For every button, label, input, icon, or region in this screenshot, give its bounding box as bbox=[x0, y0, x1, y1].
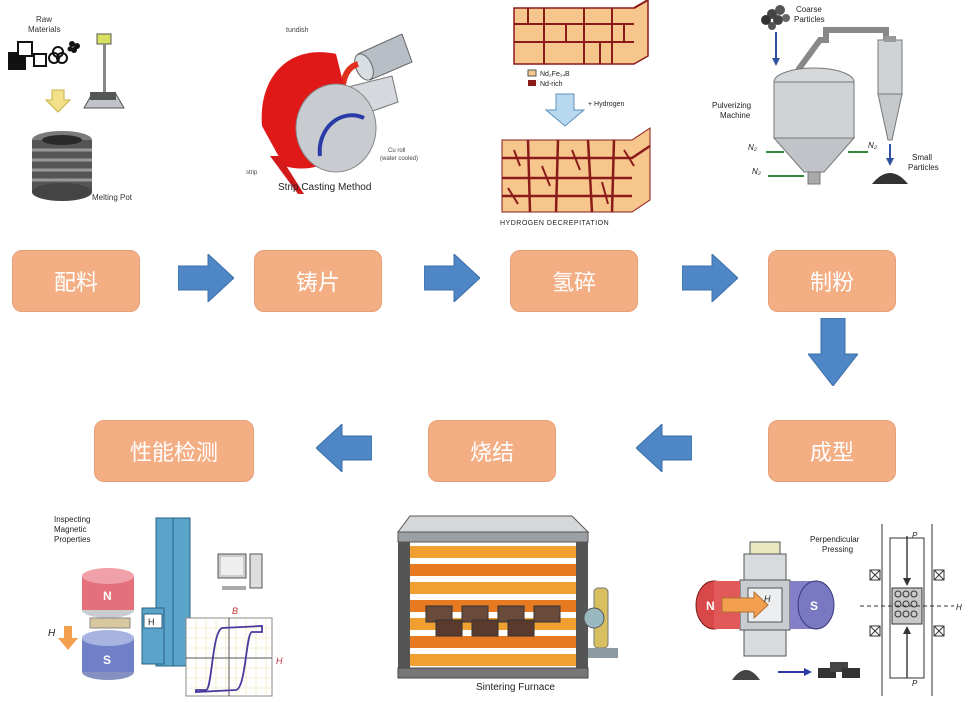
svg-text:N: N bbox=[103, 589, 112, 603]
small-particles-icon bbox=[872, 173, 908, 184]
raw-label-2: Materials bbox=[28, 25, 60, 34]
sample-icon bbox=[89, 617, 131, 629]
grain-block-bottom bbox=[501, 127, 651, 213]
green-compacts-icon bbox=[818, 662, 860, 678]
strip-casting-caption: Strip Casting Method bbox=[278, 182, 371, 193]
small-label-2: Particles bbox=[908, 163, 939, 172]
die-cross-section bbox=[860, 524, 954, 696]
box-h-label: H bbox=[148, 617, 155, 627]
strip-casting-image: tundish Cu roll (water cooled) strip Str… bbox=[240, 6, 438, 206]
small-label-1: Small bbox=[912, 153, 932, 162]
perp-label-2: Pressing bbox=[822, 545, 853, 554]
hysteresis-plot bbox=[185, 617, 273, 697]
furnace-icon bbox=[397, 515, 590, 679]
hydrogen-decrepitation-image: Nd₂Fe₁₄B Nd-rich + Hydrogen HYDROGEN DEC… bbox=[484, 0, 660, 232]
pulverizing-machine-image: Coarse Particles Pulverizing Machine N₂ … bbox=[708, 0, 970, 200]
raw-label-1: Raw bbox=[36, 15, 52, 24]
powder-pile-icon bbox=[732, 670, 760, 680]
n2-label-a: N₂ bbox=[748, 143, 757, 152]
field-h-label: H bbox=[764, 594, 771, 604]
strip-label: strip bbox=[246, 170, 258, 176]
coarse-particles-icon bbox=[761, 5, 790, 30]
legend-nd2fe14b: Nd₂Fe₁₄B bbox=[540, 71, 570, 78]
cu-roll-label: Cu roll bbox=[388, 148, 405, 154]
arrow-right-icon bbox=[682, 254, 738, 302]
ingots-icon bbox=[48, 41, 80, 64]
s-pole-icon: S bbox=[790, 580, 835, 630]
cubes-icon bbox=[8, 41, 47, 70]
south-magnet-icon: S bbox=[82, 630, 134, 680]
legend-nd-rich: Nd-rich bbox=[540, 81, 563, 88]
h-right-label: H bbox=[956, 603, 962, 612]
computer-icon bbox=[217, 553, 263, 590]
north-magnet-icon: N bbox=[82, 568, 134, 618]
svg-text:S: S bbox=[810, 599, 818, 613]
inspect-label-2: Magnetic bbox=[54, 525, 86, 534]
p-top-label: P bbox=[912, 531, 918, 540]
step-inspection: 性能检测 bbox=[94, 420, 254, 482]
step-milling: 制粉 bbox=[768, 250, 896, 312]
field-arrow-icon bbox=[721, 590, 769, 620]
arrow-right-icon bbox=[178, 254, 234, 302]
perp-label-1: Perpendicular bbox=[810, 535, 860, 544]
pressing-image: Perpendicular Pressing N S H bbox=[692, 508, 972, 702]
melting-pot-icon bbox=[32, 131, 92, 201]
n2-label-c: N₂ bbox=[868, 141, 877, 150]
water-cooled-label: (water cooled) bbox=[380, 156, 418, 162]
inspect-label-3: Properties bbox=[54, 535, 90, 544]
step-batching: 配料 bbox=[12, 250, 140, 312]
step-sintering: 烧结 bbox=[428, 420, 556, 482]
hydrogen-caption: HYDROGEN DECREPITATION bbox=[500, 220, 609, 227]
step-pressing: 成型 bbox=[768, 420, 896, 482]
inspect-label-1: Inspecting bbox=[54, 515, 90, 524]
raw-materials-image: Raw Materials bbox=[0, 0, 160, 222]
sintering-caption: Sintering Furnace bbox=[476, 682, 555, 693]
step-strip-casting: 铸片 bbox=[254, 250, 382, 312]
mill-vessel-icon bbox=[772, 27, 889, 185]
gas-cylinder-icon bbox=[583, 587, 618, 658]
sintering-furnace-image: Sintering Furnace bbox=[380, 508, 628, 702]
down-arrow-icon bbox=[44, 89, 72, 113]
coarse-label-1: Coarse bbox=[796, 5, 822, 14]
scale-icon bbox=[83, 33, 125, 109]
pulverizing-label-1: Pulverizing bbox=[712, 101, 751, 110]
cu-roll-icon bbox=[261, 52, 377, 194]
tundish-icon bbox=[339, 33, 413, 107]
b-axis-label: B bbox=[232, 606, 238, 616]
melting-pot-label: Melting Pot bbox=[92, 193, 133, 202]
grain-block-top bbox=[513, 0, 649, 65]
p-bottom-label: P bbox=[912, 679, 918, 688]
svg-text:S: S bbox=[103, 653, 111, 667]
arrow-left-icon bbox=[636, 424, 692, 472]
inspection-image: Inspecting Magnetic Properties N H S H bbox=[46, 508, 292, 702]
cabinet-icon: H bbox=[141, 517, 191, 667]
arrow-down-icon bbox=[808, 318, 858, 386]
h-axis-label: H bbox=[276, 656, 283, 666]
tundish-label: tundish bbox=[286, 27, 309, 34]
h-arrow-icon bbox=[58, 626, 78, 650]
h-label: H bbox=[48, 628, 56, 639]
pulverizing-label-2: Machine bbox=[720, 111, 751, 120]
coarse-label-2: Particles bbox=[794, 15, 825, 24]
hydrogen-arrow-icon bbox=[544, 93, 586, 127]
svg-text:N: N bbox=[706, 599, 715, 613]
arrow-right-icon bbox=[424, 254, 480, 302]
hydrogen-label: + Hydrogen bbox=[588, 101, 624, 108]
n2-pipes bbox=[766, 151, 868, 177]
cyclone-icon bbox=[877, 36, 903, 141]
arrow-left-icon bbox=[316, 424, 372, 472]
n2-label-b: N₂ bbox=[752, 167, 761, 176]
step-hydrogen-decrepitation: 氢碎 bbox=[510, 250, 638, 312]
